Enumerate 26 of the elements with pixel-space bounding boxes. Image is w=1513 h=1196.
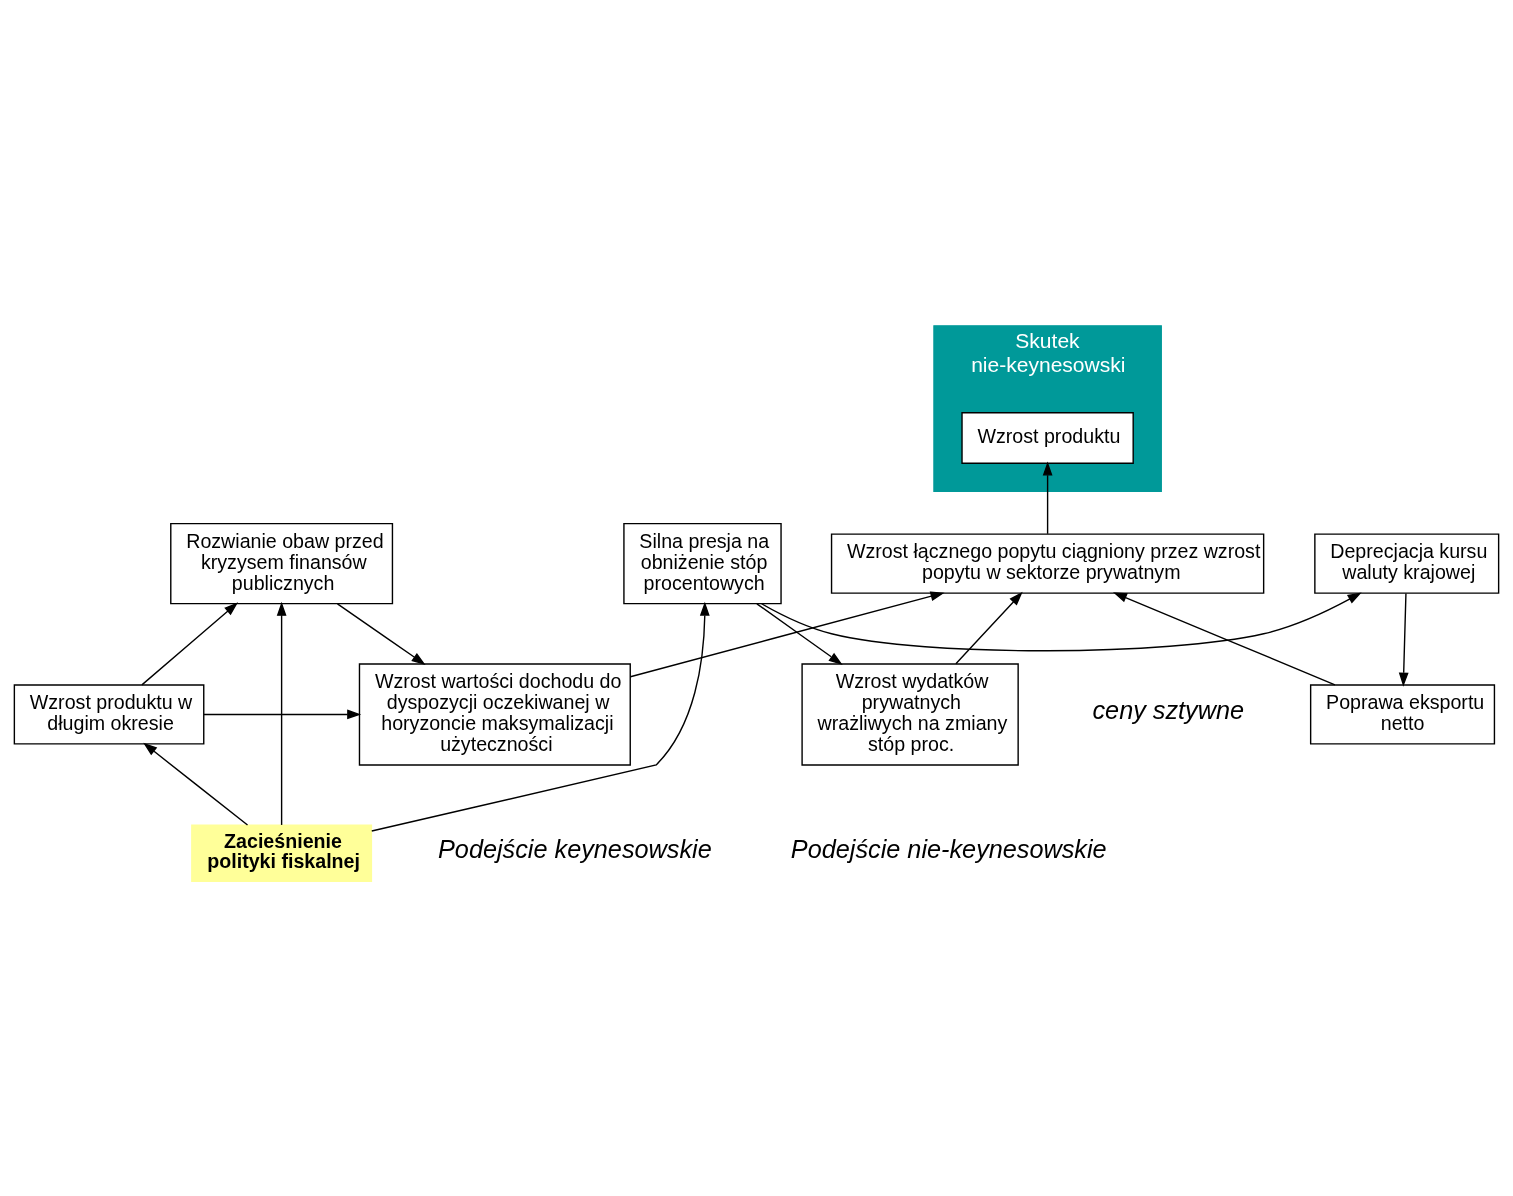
node-box: Deprecjacja kursu waluty krajowej (1314, 533, 1500, 594)
arrow (203, 709, 362, 720)
arrow (336, 603, 426, 665)
node-box: Wzrost łącznego popytu ciągniony przez wzrost popytu w sektorze prywatnym (830, 533, 1265, 594)
arrow (756, 603, 843, 665)
arrow (143, 742, 249, 826)
arrow (1113, 592, 1336, 686)
arrow (276, 601, 287, 826)
node-box: Wzrost produktu (961, 412, 1134, 464)
arrow (760, 592, 1362, 652)
node-box: Wzrost wartości dochodu do dyspozycji oczekiwanej w horyzoncie maksymalizacji użyteczności (358, 663, 631, 766)
label: Podejście keynesowskie (438, 835, 712, 864)
arrow (955, 591, 1023, 665)
arrow (629, 591, 945, 678)
node-box: Poprawa eksportu netto (1309, 684, 1496, 745)
label: ceny sztywne (1092, 696, 1245, 725)
arrow (141, 602, 239, 686)
node-box: Silna presja na obniżenie stóp procentowych (623, 522, 782, 605)
node-box: Rozwianie obaw przed kryzysem finansów publicznych (170, 522, 394, 605)
arrow (1398, 592, 1409, 687)
node-box: Zacieśnienie polityki fiskalnej (191, 824, 373, 883)
node-box: Wzrost wydatków prywatnych wrażliwych na zmiany stóp proc. (801, 663, 1019, 766)
label: Podejście nie-keynesowskie (790, 835, 1107, 864)
arrow (371, 601, 710, 832)
node-box: Wzrost produktu w długim okresie (13, 684, 205, 745)
arrow (1042, 461, 1053, 535)
